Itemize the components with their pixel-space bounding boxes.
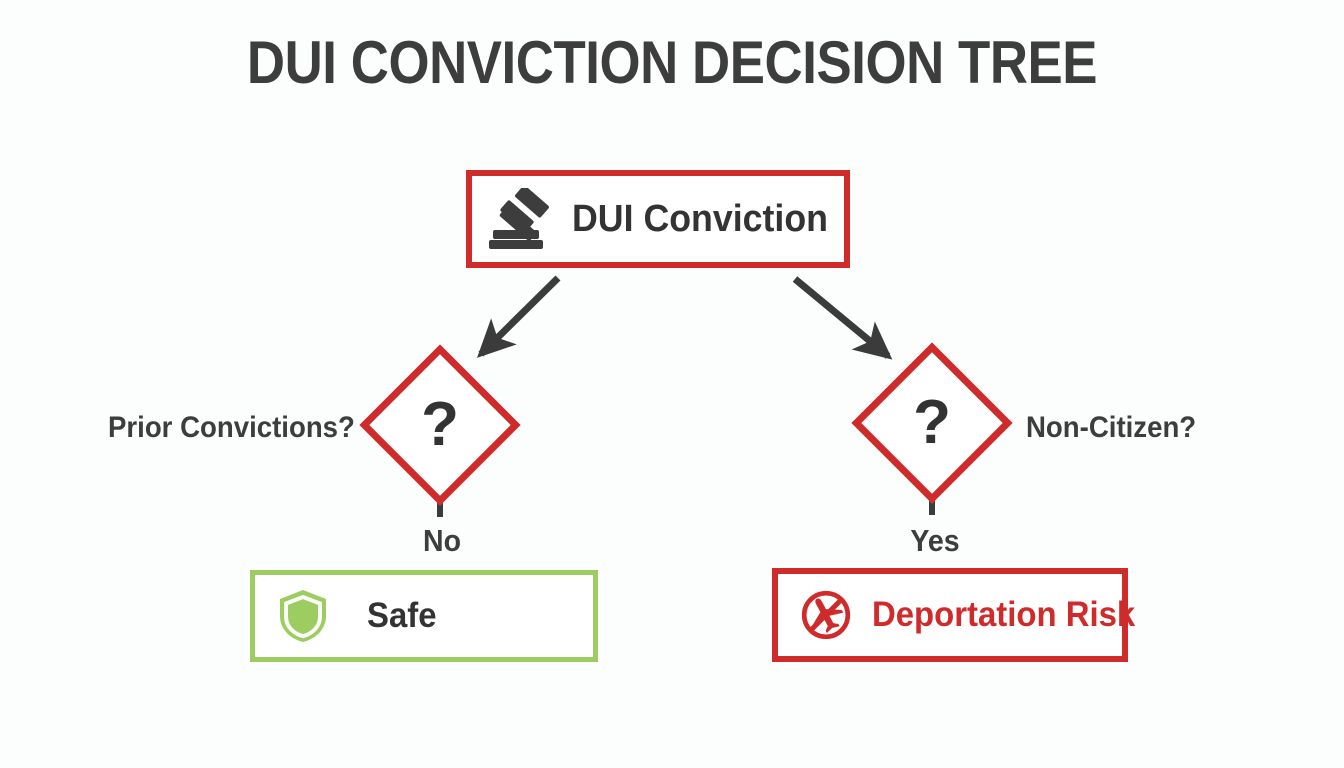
node-label: DUI Conviction: [572, 197, 828, 240]
outcome-label: Safe: [367, 596, 437, 635]
outcome-safe[interactable]: Safe: [250, 570, 598, 662]
gavel-icon: [489, 188, 549, 249]
outcome-label: Deportation Risk: [872, 595, 1136, 634]
connector-root-to-prior-convictions: [477, 275, 561, 358]
decision-prior-convictions[interactable]: ?: [359, 344, 521, 506]
shield-icon: [280, 590, 326, 642]
edge-label-no: No: [422, 523, 462, 558]
outcome-deportation-risk[interactable]: Deportation Risk: [772, 568, 1135, 662]
decision-non-citizen[interactable]: ?: [851, 342, 1013, 504]
question-mark-icon: ?: [421, 390, 459, 459]
decision-label-non-citizen: Non-Citizen?: [1026, 411, 1197, 444]
page-title: DUI CONVICTION DECISION TREE: [246, 29, 1098, 96]
decision-label-prior-convictions: Prior Convictions?: [108, 411, 355, 444]
node-dui-conviction[interactable]: DUI Conviction: [466, 170, 850, 268]
question-mark-icon: ?: [913, 388, 951, 457]
no-fly-airplane-icon: [801, 590, 851, 640]
edge-label-yes: Yes: [910, 523, 960, 558]
